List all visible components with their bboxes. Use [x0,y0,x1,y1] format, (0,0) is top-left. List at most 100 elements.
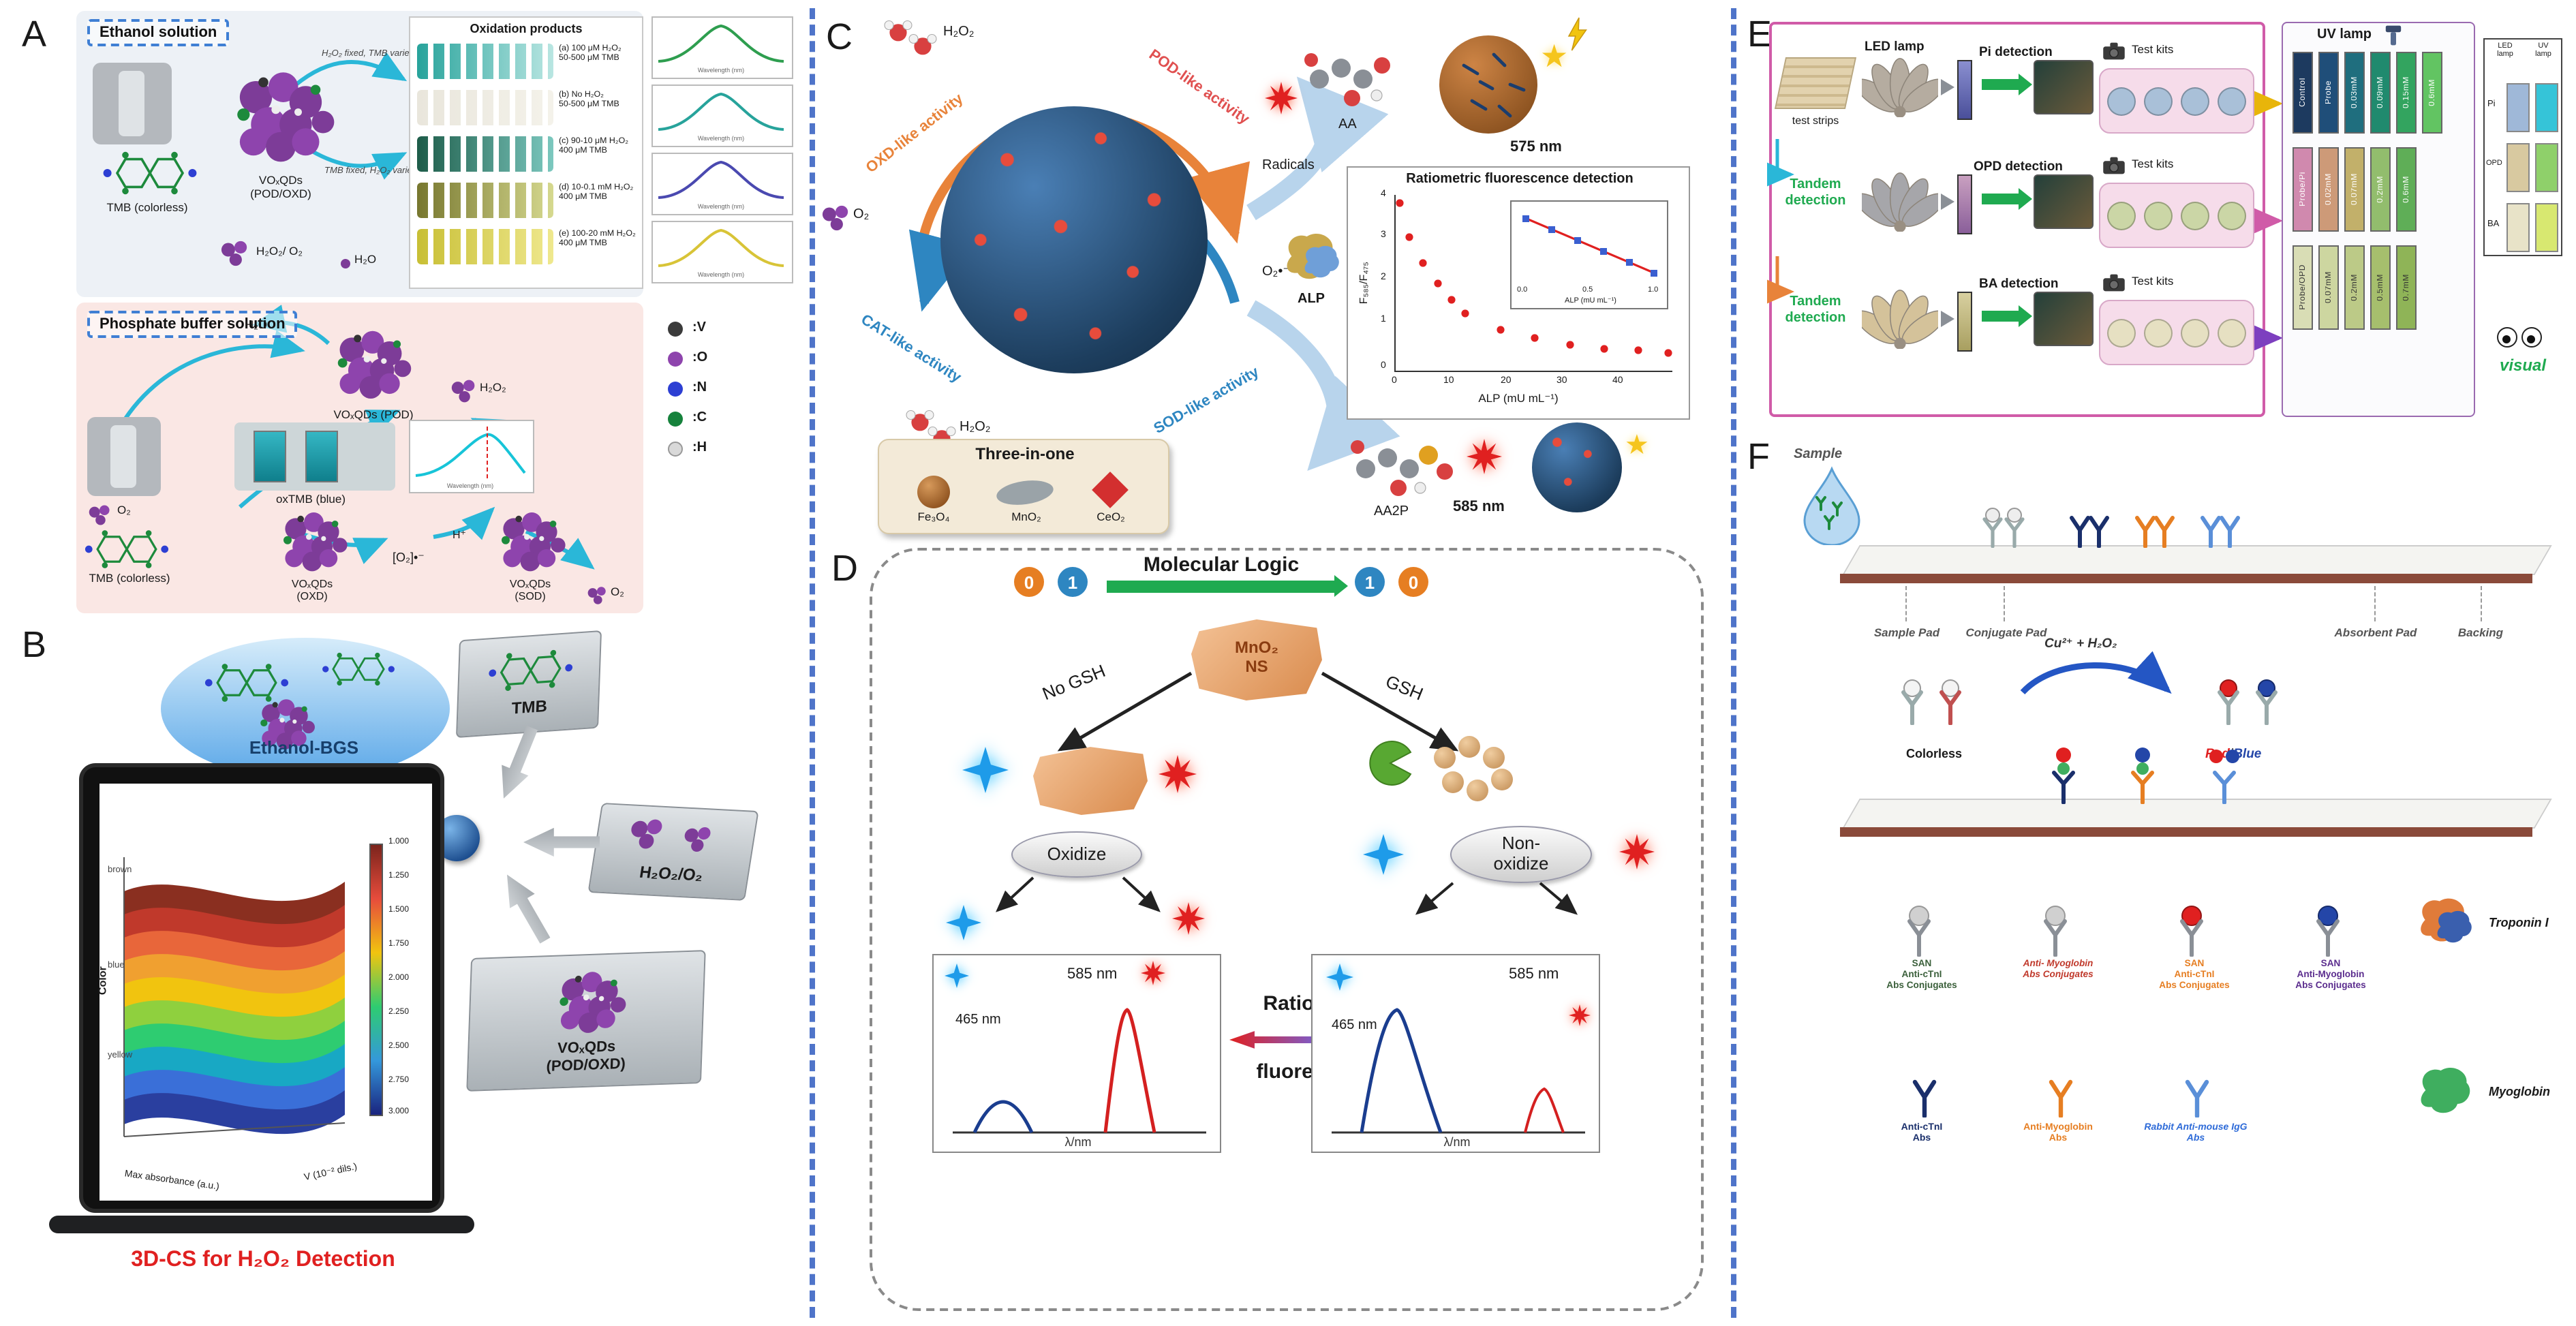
scatter-points [1396,199,1672,357]
speech-bubble: Ethanol-BGS [161,638,450,780]
test-kits-label: Test kits [2132,42,2174,56]
h2o2-bottom-label: H₂O₂ [960,420,991,435]
aa-label: AA [1338,117,1357,132]
left-585-label: 585 nm [1067,966,1118,983]
o2-label: O₂ [611,585,624,598]
superoxide-label: O₂•⁻ [1262,264,1290,279]
graph-ytick: 2 [1381,273,1386,282]
colorbar-tick: 1.000 [388,838,410,846]
pi-strip-control: Control [2293,52,2313,134]
radical-burst-icon [1467,439,1502,474]
inset-xtick: 1.0 [1648,286,1659,294]
mno2-ns-label: MnO₂ NS [1235,638,1278,676]
spectrum-xlabel: Wavelength (nm) [697,135,745,142]
alp-protein-icon [1287,234,1339,279]
radical-burst-icon [1265,82,1298,114]
alp-label: ALP [1298,292,1325,307]
opd-strip-06: 0.6mM [2396,147,2417,232]
spectrum-xlabel: Wavelength (nm) [697,67,745,74]
purple-dots-icon [680,825,714,854]
spectrum-thumb-4: Wavelength (nm) [651,221,793,283]
graph-xtick: 40 [1612,376,1623,386]
legend-c-dot [668,412,683,427]
phosphate-buffer-tag: Phosphate buffer solution [87,311,298,338]
voxqds-sod-cluster-icon [485,504,575,578]
legend-rabbit-igg-label: Rabbit Anti-mouse IgG Abs [2144,1123,2248,1144]
legend-san-blue-label: SAN Anti-Myoglobin Abs Conjugates [2295,959,2366,991]
voxqds-sod-label: VOₓQDs (SOD) [509,578,551,603]
lfa-strip-1-edge [1840,574,2532,583]
troponin-protein-icon [2421,898,2472,943]
molecular-logic-box [870,548,1704,1311]
sandwich-complex-red [2052,747,2075,804]
mini-row-opd-label: OPD [2486,159,2502,168]
anti-ctni-ab-icon [2089,516,2109,548]
legend-anti-myoglobin-conj-label: Anti- Myoglobin Abs Conjugates [2023,959,2094,980]
inset-xlabel: ALP (mU mL⁻¹) [1565,297,1616,305]
colorless-conjugate-icon [1901,679,1923,725]
test-kit-box [2099,300,2254,365]
ba-strip-07: 0.7mM [2396,245,2417,330]
colorless-conjugate-icon [1939,679,1961,725]
tmb-molecule-icon-2 [82,529,172,570]
nanozyme-sphere [940,106,1208,373]
bit-1-right: 1 [1355,567,1385,597]
peak-marker-line [487,427,488,478]
graph-xtick: 0 [1392,376,1397,386]
tube-row-e [417,229,553,264]
test-kits-label: Test kits [2132,157,2174,170]
pad-leader [2374,586,2376,621]
graph-ylabel: F₅₈₅/F₄₇₅ [1357,262,1370,305]
tube-row-c [417,136,553,172]
o2-dots-icon-2 [586,586,608,605]
workflow-connectors [1767,89,2283,352]
green-arrow [1982,188,2032,210]
mini-row-ba-label: BA [2487,219,2500,229]
panel-e-label: E [1747,14,1773,55]
non-oxidize-oval: Non- oxidize [1450,826,1592,883]
tube-row-e-label: (e) 100-20 mM H₂O₂ 400 μM TMB [559,229,636,249]
3d-surface [123,857,346,1137]
legend-o-dot [668,352,683,367]
colorbar-tick: 1.500 [388,906,410,914]
graph-ytick: 0 [1381,361,1386,371]
step-arrow-icon [1941,311,1954,327]
graph-ytick: 3 [1381,230,1386,240]
h2o2-o2-plate-label: H₂O₂/O₂ [638,862,705,885]
o2-dots-icon [87,504,112,526]
blue-conjugate-icon [2256,679,2278,725]
voxqds-plate: VOₓQDs (POD/OXD) [466,950,706,1092]
purple-dots-icon [626,816,666,851]
h2o2-o2-dots-icon [218,240,251,267]
h2o-label: H₂O [354,252,377,266]
red-burst-fluorophore [1172,902,1205,935]
voxqds-pod-label: VOₓQDs (POD) [333,407,414,421]
tmb-plate: TMB [455,630,602,739]
oxidize-oval: Oxidize [1011,831,1142,878]
fe3o4-icon [917,476,950,508]
mn-ion [1483,747,1505,769]
legend-anti-ctni-label: Anti-cTnI Abs [1901,1123,1943,1144]
anti-myoglobin-conjugate-icon [2044,906,2067,957]
ba-led-swatch [2506,203,2530,252]
legend-h-dot [668,442,683,457]
h2o-label-pbs: H₂O [245,318,268,331]
voxqds-plate-label: VOₓQDs (POD/OXD) [546,1038,626,1075]
tmb-label-2: TMB (colorless) [89,571,170,585]
blue-star-fluorophore [946,905,981,940]
tandem-detection-label-2: Tandem detection [1785,294,1846,325]
blue-star-fluorophore [1363,834,1404,875]
atom-legend: :V :O :N :C :H [654,311,796,474]
column-divider-1 [810,8,815,1318]
rabbit-anti-mouse-igg-icon [2185,1079,2209,1117]
bit-0-left: 0 [1014,567,1044,597]
colorless-label: Colorless [1905,747,1962,760]
inset-xtick: 0.0 [1517,286,1528,294]
tmb-vial-photo [93,63,172,144]
ba-strip-probe-opd: Probe/OPD [2293,245,2313,330]
tube-row-a-label: (a) 100 μM H₂O₂ 50-500 μM TMB [559,44,622,63]
star-icon: ★ [1625,431,1649,461]
graph-xtick: 30 [1557,376,1567,386]
ethanol-bgs-label: Ethanol-BGS [249,737,359,758]
